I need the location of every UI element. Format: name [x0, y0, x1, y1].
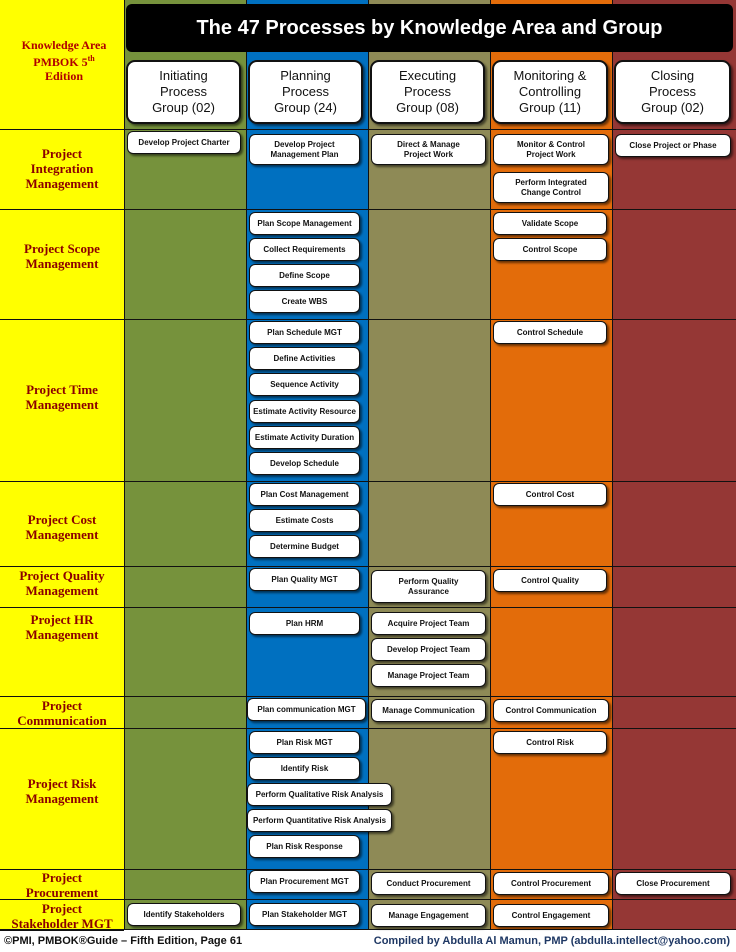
- process-box: Develop Project Team: [371, 638, 486, 661]
- process-box: Close Procurement: [615, 872, 731, 895]
- ka-cell-cost: [0, 481, 124, 567]
- area-label-hr: Project HR Management: [25, 612, 99, 642]
- process-box: Plan Procurement MGT: [249, 870, 360, 893]
- process-box: Direct & Manage Project Work: [371, 134, 486, 165]
- process-box: Develop Schedule: [249, 452, 360, 475]
- process-box: Perform Quantitative Risk Analysis: [247, 809, 392, 832]
- area-label-quality: Project Quality Management: [19, 568, 105, 598]
- area-label-integration: Project Integration Management: [25, 146, 99, 191]
- process-box: Close Project or Phase: [615, 134, 731, 157]
- header-closing: Closing Process Group (02): [614, 60, 731, 124]
- process-box: Conduct Procurement: [371, 872, 486, 895]
- process-box: Control Communication: [493, 699, 609, 722]
- header-monitoring: Monitoring & Controlling Group (11): [492, 60, 608, 124]
- process-box: Identify Risk: [249, 757, 360, 780]
- header-initiating: Initiating Process Group (02): [126, 60, 241, 124]
- process-box: Collect Requirements: [249, 238, 360, 261]
- process-box: Plan Stakeholder MGT: [249, 903, 360, 926]
- process-box: Estimate Activity Resource: [249, 400, 360, 423]
- ka-cell-stakeholder: [0, 899, 124, 931]
- process-box: Plan communication MGT: [247, 698, 366, 721]
- process-box: Determine Budget: [249, 535, 360, 558]
- corner-line-2: PMBOK 5th: [33, 54, 95, 69]
- process-box: Control Engagement: [493, 904, 609, 927]
- process-box: Develop Project Charter: [127, 131, 241, 154]
- process-box: Perform Quality Assurance: [371, 570, 486, 603]
- process-box: Control Procurement: [493, 872, 609, 895]
- column-divider: [368, 0, 369, 930]
- area-label-risk: Project Risk Management: [25, 776, 99, 806]
- process-box: Control Quality: [493, 569, 607, 592]
- process-box: Define Scope: [249, 264, 360, 287]
- ka-cell-procurement: [0, 869, 124, 900]
- process-box: Acquire Project Team: [371, 612, 486, 635]
- process-box: Manage Project Team: [371, 664, 486, 687]
- page-title: The 47 Processes by Knowledge Area and G…: [126, 4, 733, 52]
- process-box: Identify Stakeholders: [127, 903, 241, 926]
- corner-line-1: Knowledge Area: [21, 38, 107, 52]
- process-box: Define Activities: [249, 347, 360, 370]
- process-box: Plan HRM: [249, 612, 360, 635]
- area-label-scope: Project Scope Management: [24, 241, 100, 271]
- process-box: Manage Engagement: [371, 904, 486, 927]
- ka-cell-communication: [0, 696, 124, 729]
- header-planning: Planning Process Group (24): [248, 60, 363, 124]
- process-box: Plan Schedule MGT: [249, 321, 360, 344]
- process-box: Perform Qualitative Risk Analysis: [247, 783, 392, 806]
- column-divider: [124, 0, 125, 930]
- process-box: Control Scope: [493, 238, 607, 261]
- column-initiating-bg: [124, 0, 246, 930]
- process-box: Control Cost: [493, 483, 607, 506]
- process-box: Manage Communication: [371, 699, 486, 722]
- process-box: Plan Quality MGT: [249, 568, 360, 591]
- process-box: Create WBS: [249, 290, 360, 313]
- process-box: Perform Integrated Change Control: [493, 172, 609, 203]
- header-executing: Executing Process Group (08): [370, 60, 485, 124]
- area-label-procurement: Project Procurement: [25, 870, 99, 900]
- process-box: Estimate Activity Duration: [249, 426, 360, 449]
- process-box: Control Schedule: [493, 321, 607, 344]
- process-box: Plan Scope Management: [249, 212, 360, 235]
- process-box: Control Risk: [493, 731, 607, 754]
- process-box: Estimate Costs: [249, 509, 360, 532]
- ka-cell-hr: [0, 607, 124, 697]
- process-box: Sequence Activity: [249, 373, 360, 396]
- area-label-time: Project Time Management: [25, 382, 99, 412]
- ka-cell-time: [0, 319, 124, 482]
- process-box: Validate Scope: [493, 212, 607, 235]
- area-label-stakeholder: Project Stakeholder MGT: [11, 901, 113, 931]
- process-box: Plan Cost Management: [249, 483, 360, 506]
- corner-line-3: Edition: [44, 69, 83, 83]
- footer-credit: Compiled by Abdulla Al Mamun, PMP (abdul…: [373, 935, 730, 947]
- area-label-communication: Project Communication: [17, 698, 107, 728]
- footer-source: ©PMI, PMBOK®Guide – Fifth Edition, Page …: [4, 935, 243, 947]
- column-divider: [490, 0, 491, 930]
- process-box: Develop Project Management Plan: [249, 134, 360, 165]
- process-box: Plan Risk Response: [249, 835, 360, 858]
- knowledge-area-corner-label: Knowledge Area PMBOK 5th Edition: [8, 38, 120, 83]
- process-box: Plan Risk MGT: [249, 731, 360, 754]
- column-divider: [612, 0, 613, 930]
- process-box: Monitor & Control Project Work: [493, 134, 609, 165]
- column-divider: [246, 0, 247, 930]
- area-label-cost: Project Cost Management: [25, 512, 99, 542]
